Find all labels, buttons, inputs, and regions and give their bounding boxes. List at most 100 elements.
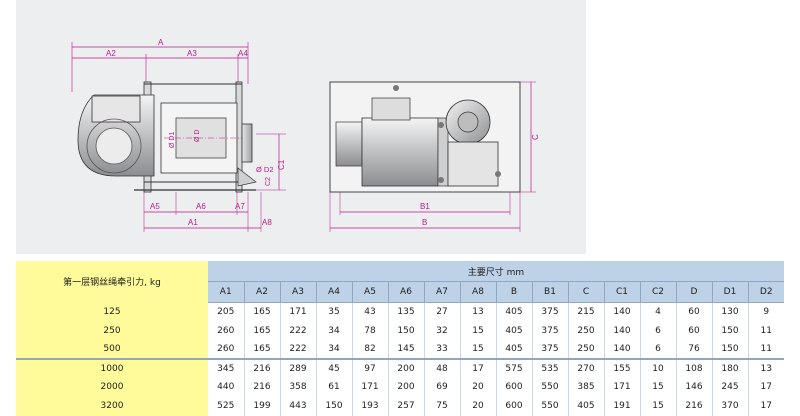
table-cell: 405 — [496, 302, 533, 322]
table-cell: 4 — [640, 302, 677, 322]
table-cell: 9 — [748, 302, 784, 322]
table-cell: 75 — [424, 396, 461, 416]
dim-label-C1: C1 — [277, 159, 286, 170]
table-cell: 140 — [604, 340, 641, 360]
table-cell: 385 — [568, 377, 605, 397]
column-header-a5: A5 — [352, 281, 389, 303]
table-cell: 97 — [352, 358, 389, 378]
column-header-d: D — [676, 281, 713, 303]
table-cell: 20 — [460, 377, 497, 397]
dim-label-A1: A1 — [188, 218, 198, 227]
table-cell: 140 — [604, 321, 641, 341]
row-load-value: 500 — [16, 340, 208, 360]
table-cell: 78 — [352, 321, 389, 341]
side-view: A A2 A3 A4 Ø D1 Ø D C1 Ø D2 C2 — [71, 38, 286, 232]
row-load-value: 250 — [16, 321, 208, 341]
table-cell: 13 — [748, 358, 784, 378]
column-header-a8: A8 — [460, 281, 497, 303]
table-title: 主要尺寸 mm — [208, 261, 784, 283]
table-cell: 600 — [496, 396, 533, 416]
table-cell: 260 — [208, 321, 245, 341]
table-cell: 171 — [604, 377, 641, 397]
table-cell: 405 — [568, 396, 605, 416]
table-cell: 146 — [676, 377, 713, 397]
row-load-value: 2000 — [16, 377, 208, 397]
table-cell: 171 — [352, 377, 389, 397]
table-cell: 6 — [640, 340, 677, 360]
column-header-d2: D2 — [748, 281, 784, 303]
row-load-value: 125 — [16, 302, 208, 322]
dim-label-B: B — [422, 218, 427, 227]
column-header-c2: C2 — [640, 281, 677, 303]
table-cell: 82 — [352, 340, 389, 360]
table-cell: 375 — [532, 302, 569, 322]
table-cell: 17 — [748, 396, 784, 416]
table-cell: 13 — [460, 302, 497, 322]
table-cell: 405 — [496, 321, 533, 341]
column-header-a1: A1 — [208, 281, 245, 303]
table-cell: 405 — [496, 340, 533, 360]
table-cell: 216 — [244, 377, 281, 397]
table-cell: 222 — [280, 340, 317, 360]
table-cell: 155 — [604, 358, 641, 378]
table-cell: 216 — [244, 358, 281, 378]
table-cell: 69 — [424, 377, 461, 397]
table-cell: 257 — [388, 396, 425, 416]
table-cell: 443 — [280, 396, 317, 416]
dim-label-C: C — [531, 134, 540, 140]
dim-label-C2: C2 — [265, 177, 272, 186]
table-cell: 135 — [388, 302, 425, 322]
table-cell: 375 — [532, 321, 569, 341]
table-cell: 440 — [208, 377, 245, 397]
dim-label-A4: A4 — [238, 49, 248, 58]
dim-label-A8: A8 — [262, 218, 272, 227]
column-header-d1: D1 — [712, 281, 749, 303]
column-header-a2: A2 — [244, 281, 281, 303]
table-cell: 199 — [244, 396, 281, 416]
table-cell: 150 — [388, 321, 425, 341]
table-cell: 193 — [352, 396, 389, 416]
table-cell: 10 — [640, 358, 677, 378]
table-cell: 108 — [676, 358, 713, 378]
dim-label-D: Ø D — [194, 130, 201, 142]
dim-label-A: A — [158, 38, 164, 47]
table-cell: 250 — [568, 340, 605, 360]
dim-label-A7: A7 — [235, 202, 245, 211]
column-header-a6: A6 — [388, 281, 425, 303]
table-cell: 535 — [532, 358, 569, 378]
table-cell: 525 — [208, 396, 245, 416]
column-header-c: C — [568, 281, 605, 303]
table-cell: 180 — [712, 358, 749, 378]
table-cell: 48 — [424, 358, 461, 378]
table-cell: 43 — [352, 302, 389, 322]
dim-label-B1: B1 — [420, 202, 430, 211]
table-cell: 215 — [568, 302, 605, 322]
table-cell: 60 — [676, 302, 713, 322]
technical-drawing-panel: A A2 A3 A4 Ø D1 Ø D C1 Ø D2 C2 — [16, 0, 586, 254]
column-header-a3: A3 — [280, 281, 317, 303]
table-cell: 6 — [640, 321, 677, 341]
table-cell: 289 — [280, 358, 317, 378]
table-cell: 45 — [316, 358, 353, 378]
table-cell: 11 — [748, 340, 784, 360]
table-cell: 15 — [460, 340, 497, 360]
table-cell: 358 — [280, 377, 317, 397]
table-cell: 165 — [244, 302, 281, 322]
table-cell: 370 — [712, 396, 749, 416]
dim-label-A2: A2 — [106, 49, 116, 58]
row-load-value: 1000 — [16, 358, 208, 378]
table-cell: 34 — [316, 340, 353, 360]
dim-label-A5: A5 — [150, 202, 160, 211]
table-cell: 17 — [748, 377, 784, 397]
table-cell: 550 — [532, 377, 569, 397]
table-cell: 145 — [388, 340, 425, 360]
table-cell: 550 — [532, 396, 569, 416]
column-header-a4: A4 — [316, 281, 353, 303]
